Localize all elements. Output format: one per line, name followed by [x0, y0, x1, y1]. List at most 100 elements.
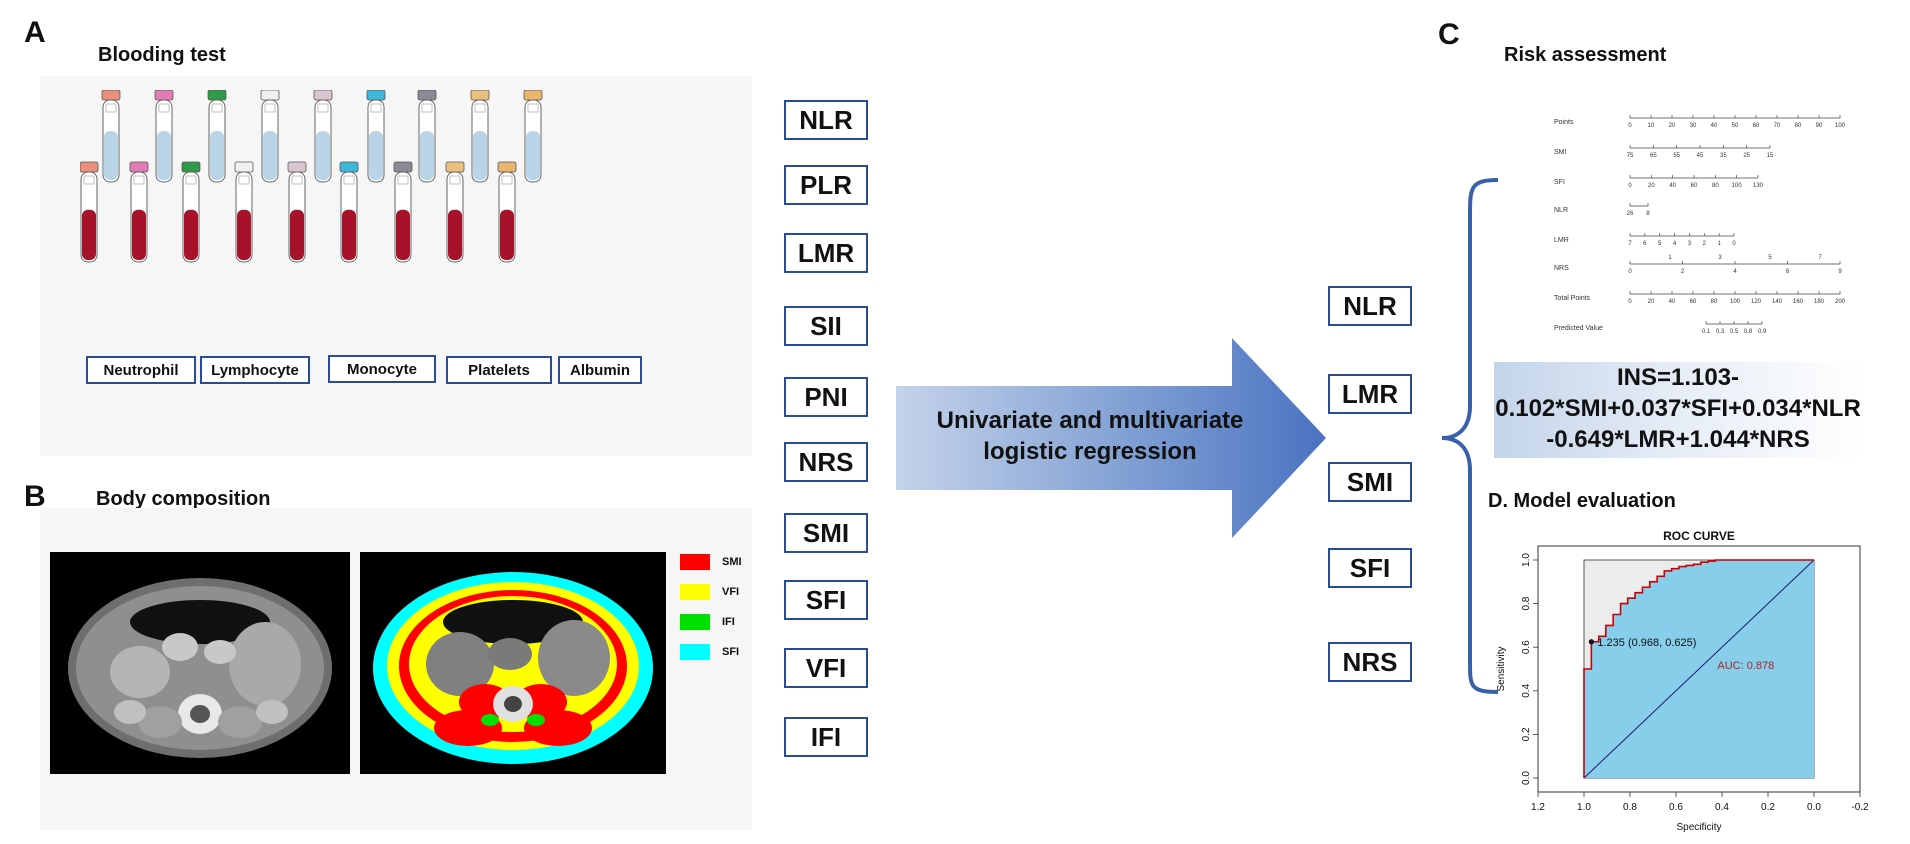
test-tube	[80, 161, 99, 263]
candidate-marker: SFI	[784, 580, 868, 620]
nomogram-tick-label: 130	[1753, 183, 1764, 189]
nomogram-tick-label: 0.9	[1758, 329, 1767, 335]
nomogram-row-label: Total Points	[1554, 295, 1591, 302]
test-tube	[497, 161, 517, 263]
candidate-marker: NLR	[784, 100, 868, 140]
nomogram-tick-label: 3	[1718, 255, 1722, 261]
test-tube	[287, 161, 307, 263]
blood-tubes	[80, 90, 543, 263]
test-tube	[393, 161, 413, 263]
nomogram-tick-label: 100	[1732, 183, 1743, 189]
nomogram-tick-label: 9	[1838, 269, 1842, 275]
candidate-marker: SII	[784, 306, 868, 346]
legend-swatch	[680, 554, 710, 570]
nomogram-tick-label: 1	[1668, 255, 1672, 261]
test-tube	[445, 161, 465, 263]
test-tube	[234, 161, 254, 263]
regression-arrow	[896, 338, 1326, 538]
nomogram-tick-label: 35	[1720, 153, 1727, 159]
nomogram-tick-label: 70	[1774, 123, 1781, 129]
test-tube	[181, 161, 201, 263]
best-cutoff-point	[1588, 639, 1594, 645]
nomogram-tick-label: 5	[1768, 255, 1772, 261]
candidate-marker: PNI	[784, 377, 868, 417]
auc-label: AUC: 0.878	[1717, 660, 1774, 672]
legend-label: SMI	[722, 556, 742, 568]
test-tube	[260, 90, 280, 183]
chance-diagonal	[1583, 559, 1815, 779]
nomogram-tick-label: 40	[1669, 299, 1676, 305]
y-tick-label: 0.6	[1521, 640, 1532, 654]
nomogram-tick-label: 26	[1627, 211, 1634, 217]
test-tube	[523, 90, 543, 183]
legend-label: VFI	[722, 586, 740, 598]
nomogram-tick-label: 200	[1835, 299, 1846, 305]
nomogram-row-label: SMI	[1554, 149, 1567, 156]
cell-label: Platelets	[446, 356, 552, 384]
x-tick-label: 0.0	[1807, 802, 1821, 813]
nomogram-tick-label: 15	[1767, 153, 1774, 159]
nomogram-tick-label: 8	[1646, 211, 1650, 217]
nomogram-row-label: Points	[1554, 119, 1574, 126]
nomogram-tick-label: 45	[1697, 153, 1704, 159]
candidate-marker: PLR	[784, 165, 868, 205]
legend-label: SFI	[722, 646, 740, 658]
x-tick-label: 0.6	[1669, 802, 1683, 813]
legend-swatch	[680, 644, 710, 660]
nomogram-tick-label: 0.5	[1730, 329, 1739, 335]
nomogram-tick-label: 160	[1793, 299, 1804, 305]
ct-legend-item: IFI	[680, 614, 735, 630]
candidate-marker: VFI	[784, 648, 868, 688]
nomogram-row-label: Predicted Value	[1554, 325, 1603, 332]
blood-test-title: Blooding test	[98, 44, 226, 66]
roc-curve	[1583, 559, 1814, 778]
nomogram-tick-label: 140	[1772, 299, 1783, 305]
candidate-marker: LMR	[784, 233, 868, 273]
nomogram-tick-label: 0.1	[1702, 329, 1711, 335]
test-tube	[366, 90, 386, 183]
nomogram-tick-label: 25	[1743, 153, 1750, 159]
panel-letter-b: B	[24, 480, 46, 513]
test-tube	[470, 90, 490, 183]
nomogram-row-label: NLR	[1554, 207, 1568, 214]
test-tube	[339, 161, 359, 263]
y-tick-label: 1.0	[1521, 553, 1532, 567]
nomogram-tick-label: 65	[1650, 153, 1657, 159]
nomogram-tick-label: 4	[1733, 269, 1737, 275]
legend-label: IFI	[722, 616, 735, 628]
nomogram-tick-label: 20	[1669, 123, 1676, 129]
nomogram-tick-label: 60	[1691, 183, 1698, 189]
best-cutoff-label: 1.235 (0.968, 0.625)	[1597, 637, 1696, 649]
test-tube	[417, 90, 437, 183]
nomogram-tick-label: 55	[1673, 153, 1680, 159]
nomogram-row-label: LMR	[1554, 237, 1569, 244]
candidate-marker: IFI	[784, 717, 868, 757]
nomogram-tick-label: 30	[1690, 123, 1697, 129]
test-tube	[154, 90, 174, 183]
nomogram-tick-label: 0	[1628, 299, 1632, 305]
ct-legend-item: VFI	[680, 584, 739, 600]
x-tick-label: 0.2	[1761, 802, 1775, 813]
nomogram-row-label: SFI	[1554, 179, 1565, 186]
selected-marker: NRS	[1328, 642, 1412, 682]
nomogram-row-label: NRS	[1554, 265, 1569, 272]
nomogram-tick-label: 6	[1786, 269, 1790, 275]
nomogram-tick-label: 4	[1673, 241, 1677, 247]
nomogram-tick-label: 75	[1627, 153, 1634, 159]
ct-scan-segmented	[360, 552, 666, 774]
model-evaluation-title: D. Model evaluation	[1488, 490, 1676, 512]
nomogram-tick-label: 0	[1628, 269, 1632, 275]
equation-line-2: 0.102*SMI+0.037*SFI+0.034*NLR	[1495, 395, 1861, 422]
cell-label: Albumin	[558, 356, 642, 384]
nomogram-tick-label: 3	[1688, 241, 1692, 247]
nomogram-tick-label: 0.3	[1716, 329, 1725, 335]
nomogram-tick-label: 0.8	[1744, 329, 1753, 335]
y-tick-label: 0.4	[1521, 683, 1532, 697]
nomogram-tick-label: 80	[1711, 299, 1718, 305]
equation-line-1: INS=1.103-	[1616, 364, 1740, 391]
selected-marker: LMR	[1328, 374, 1412, 414]
nomogram-tick-label: 0	[1732, 241, 1736, 247]
equation-line-3: -0.649*LMR+1.044*NRS	[1546, 426, 1810, 453]
panel-letter-a: A	[24, 16, 46, 49]
